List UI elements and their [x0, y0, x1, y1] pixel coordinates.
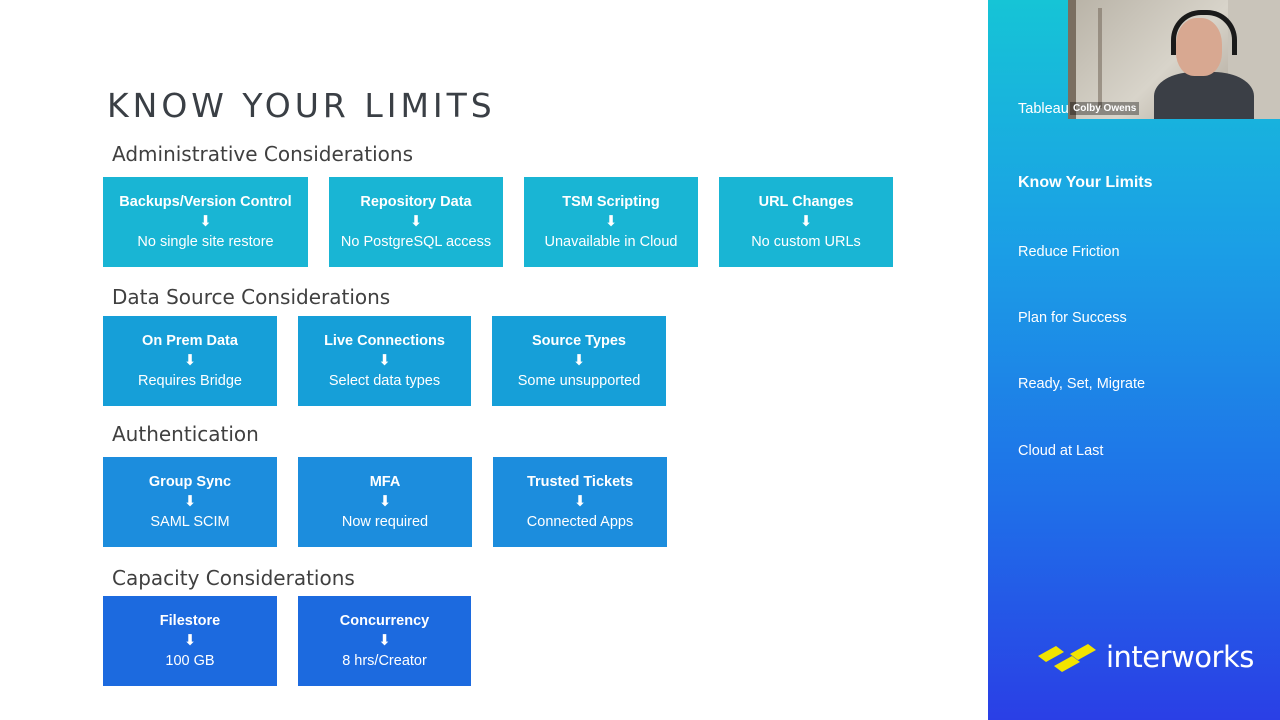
card-detail: Requires Bridge: [138, 373, 242, 389]
slide-title: KNOW YOUR LIMITS: [107, 86, 496, 125]
card-repository-data: Repository Data ⬇ No PostgreSQL access: [329, 177, 503, 267]
card-title: Trusted Tickets: [526, 474, 634, 490]
card-title: Backups/Version Control: [119, 194, 292, 210]
card-title: TSM Scripting: [562, 194, 660, 210]
down-arrow-icon: ⬇: [378, 493, 392, 510]
card-detail: 100 GB: [165, 653, 215, 669]
slide: KNOW YOUR LIMITS Administrative Consider…: [103, 86, 893, 686]
down-arrow-icon: ⬇: [799, 213, 813, 230]
section-heading-authentication: Authentication: [112, 422, 259, 446]
down-arrow-icon: ⬇: [183, 632, 197, 649]
card-detail: 8 hrs/Creator: [342, 653, 427, 669]
agenda-item-reduce-friction: Reduce Friction: [1018, 244, 1120, 260]
agenda-item-ready-set-migrate: Ready, Set, Migrate: [1018, 376, 1146, 392]
interworks-logo-mark-icon: [1038, 644, 1096, 672]
card-group-sync: Group Sync ⬇ SAML SCIM: [103, 457, 277, 547]
card-detail: No PostgreSQL access: [340, 234, 492, 250]
card-detail: SAML SCIM: [150, 514, 230, 530]
card-detail: Connected Apps: [526, 514, 634, 530]
section-heading-administrative: Administrative Considerations: [112, 142, 413, 166]
card-source-types: Source Types ⬇ Some unsupported: [492, 316, 666, 406]
agenda-sidebar: Tableau Know Your Limits Reduce Friction…: [988, 0, 1280, 720]
card-title: Concurrency: [339, 613, 430, 629]
card-title: Group Sync: [148, 474, 232, 490]
agenda-item-tableau: Tableau: [1018, 101, 1069, 117]
card-detail: Select data types: [328, 373, 441, 389]
participant-video-tile[interactable]: Colby Owens: [1068, 0, 1280, 119]
down-arrow-icon: ⬇: [378, 352, 391, 369]
interworks-logo-text: interworks: [1106, 640, 1254, 674]
agenda-item-cloud-at-last: Cloud at Last: [1018, 443, 1104, 459]
card-filestore: Filestore ⬇ 100 GB: [103, 596, 277, 686]
down-arrow-icon: ⬇: [183, 493, 197, 510]
down-arrow-icon: ⬇: [573, 493, 587, 510]
agenda-item-know-your-limits: Know Your Limits: [1018, 174, 1153, 191]
card-detail: Unavailable in Cloud: [544, 234, 678, 250]
down-arrow-icon: ⬇: [409, 213, 423, 230]
card-detail: No single site restore: [137, 234, 274, 250]
card-title: Source Types: [531, 333, 627, 349]
headphones-icon: [1171, 10, 1237, 55]
card-detail: Now required: [341, 514, 429, 530]
down-arrow-icon: ⬇: [183, 352, 197, 369]
card-detail: Some unsupported: [517, 373, 641, 389]
card-trusted-tickets: Trusted Tickets ⬇ Connected Apps: [493, 457, 667, 547]
card-backups-version-control: Backups/Version Control ⬇ No single site…: [103, 177, 308, 267]
card-live-connections: Live Connections ⬇ Select data types: [298, 316, 471, 406]
participant-name-label: Colby Owens: [1070, 102, 1140, 115]
down-arrow-icon: ⬇: [572, 352, 586, 369]
card-title: Live Connections: [324, 333, 445, 349]
bookshelf: [1098, 8, 1102, 108]
card-title: URL Changes: [758, 194, 854, 210]
card-detail: No custom URLs: [751, 234, 861, 250]
down-arrow-icon: ⬇: [199, 213, 212, 230]
down-arrow-icon: ⬇: [604, 213, 618, 230]
card-title: Repository Data: [360, 194, 472, 210]
card-on-prem-data: On Prem Data ⬇ Requires Bridge: [103, 316, 277, 406]
participant-body: [1154, 72, 1254, 119]
card-mfa: MFA ⬇ Now required: [298, 457, 472, 547]
down-arrow-icon: ⬇: [378, 632, 391, 649]
card-title: Filestore: [159, 613, 221, 629]
card-title: MFA: [369, 474, 401, 490]
card-tsm-scripting: TSM Scripting ⬇ Unavailable in Cloud: [524, 177, 698, 267]
section-heading-capacity: Capacity Considerations: [112, 566, 355, 590]
card-concurrency: Concurrency ⬇ 8 hrs/Creator: [298, 596, 471, 686]
interworks-logo: interworks: [1034, 640, 1254, 680]
card-url-changes: URL Changes ⬇ No custom URLs: [719, 177, 893, 267]
bookshelf: [1068, 0, 1076, 119]
section-heading-data-source: Data Source Considerations: [112, 285, 391, 309]
agenda-item-plan-for-success: Plan for Success: [1018, 310, 1127, 326]
card-title: On Prem Data: [142, 333, 238, 349]
